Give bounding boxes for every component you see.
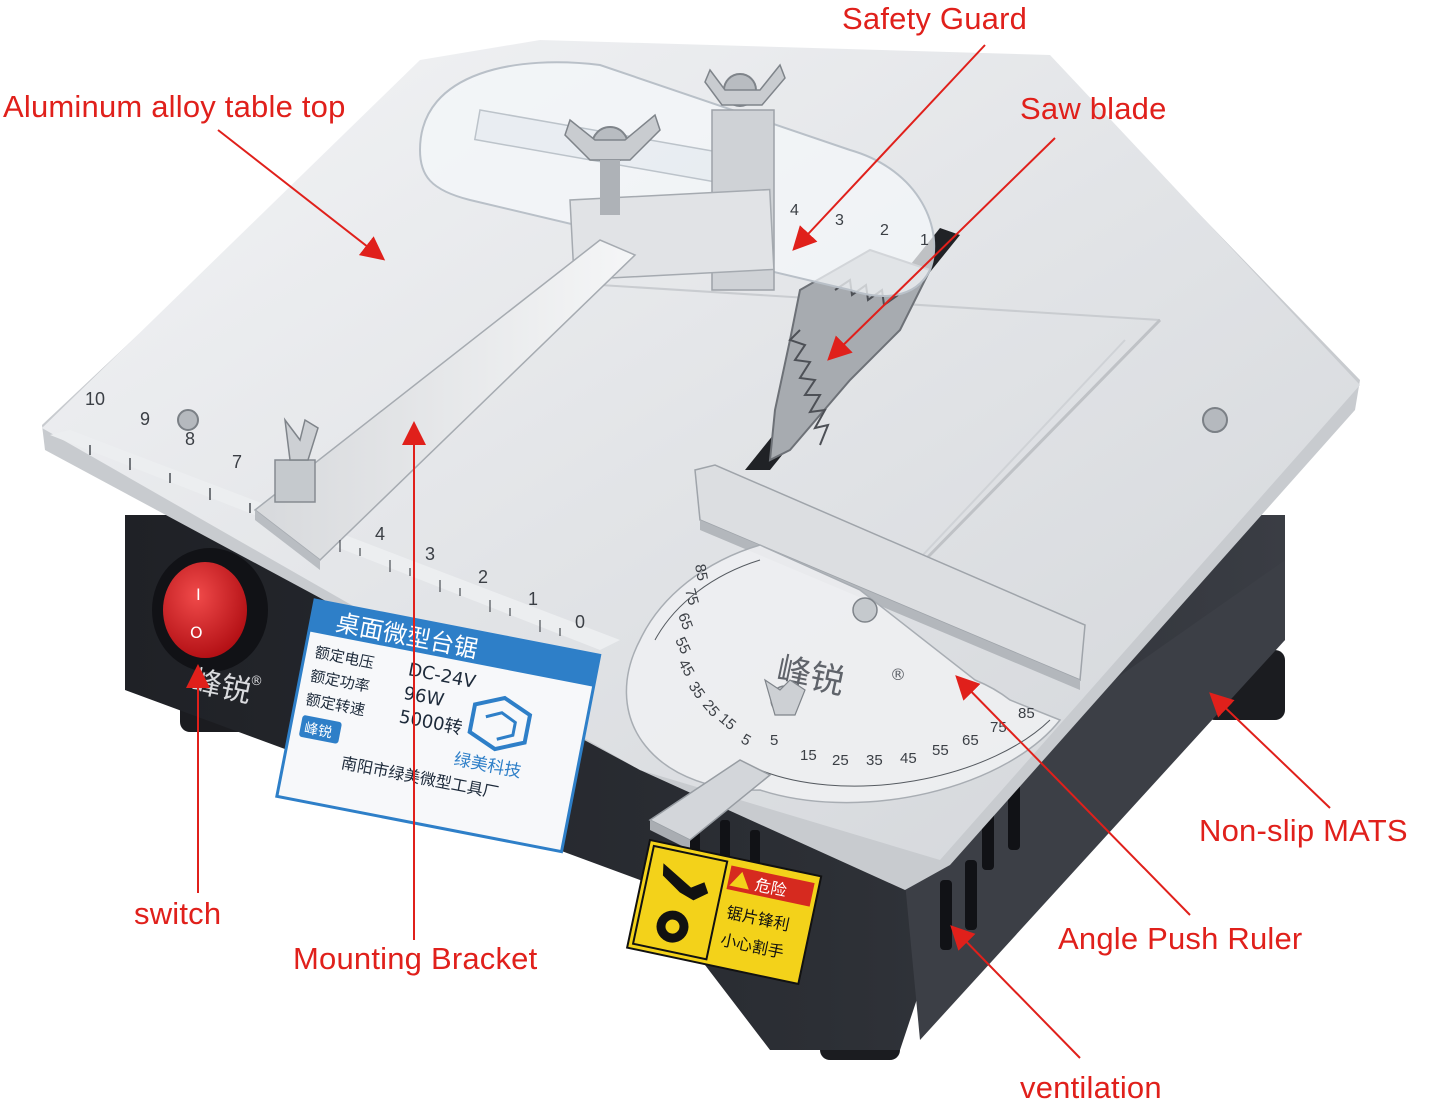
guard-ruler-tick: 3 xyxy=(835,212,844,229)
protractor-tick: 85 xyxy=(691,563,711,582)
callout-non-slip-mats: Non-slip MATS xyxy=(1199,813,1408,848)
arrow-non-slip-mats xyxy=(1209,692,1331,809)
guard-ruler-tick: 1 xyxy=(920,232,929,249)
left-ruler-tick: 9 xyxy=(140,409,150,429)
front-ruler-tick: 2 xyxy=(478,567,488,587)
callout-mounting-bracket: Mounting Bracket xyxy=(293,941,538,976)
protractor-tick: 65 xyxy=(962,732,979,749)
protractor-tick: 5 xyxy=(770,732,778,749)
callout-saw-blade: Saw blade xyxy=(1020,91,1167,126)
callout-angle-push-ruler: Angle Push Ruler xyxy=(1058,921,1303,956)
protractor-tick: 55 xyxy=(671,635,693,657)
power-switch: I O xyxy=(152,548,268,672)
wing-nut-icon xyxy=(564,113,661,215)
protractor-tick: 25 xyxy=(832,752,849,769)
front-ruler: 4 3 2 1 0 xyxy=(339,524,585,636)
guard-ruler-tick: 2 xyxy=(880,222,889,239)
warning-label: 危险 锯片锋利 小心割手 xyxy=(625,838,823,986)
protractor-tick: 65 xyxy=(674,611,696,632)
callout-ventilation: ventilation xyxy=(1020,1070,1162,1105)
switch-on-symbol: I xyxy=(196,585,201,604)
spec-label: 桌面微型台锯 额定电压 DC-24V 额定功率 96W 额定转速 5000转 峰… xyxy=(275,598,602,854)
protractor-tick: 45 xyxy=(900,750,917,767)
base-registered-mark: ® xyxy=(250,674,263,689)
protractor-tick: 55 xyxy=(932,742,949,759)
protractor-tick: 15 xyxy=(800,747,817,764)
protractor-tick: 45 xyxy=(675,657,698,680)
wing-nut-icon xyxy=(763,597,878,716)
protractor-registered-mark: ® xyxy=(890,665,906,684)
protractor-tick: 75 xyxy=(990,719,1007,736)
screw-icon xyxy=(177,407,1228,433)
left-ruler-tick: 7 xyxy=(232,452,242,472)
spec-logo-icon xyxy=(467,695,533,752)
callout-switch: switch xyxy=(134,896,222,931)
arrow-safety-guard xyxy=(792,44,986,251)
warning-triangle-icon xyxy=(729,871,749,890)
front-ruler-tick: 1 xyxy=(528,589,538,609)
front-ruler-tick: 0 xyxy=(575,612,585,632)
left-ruler-tick: 8 xyxy=(185,429,195,449)
arrow-saw-blade xyxy=(827,137,1056,361)
wing-nut-icon xyxy=(274,417,319,503)
callout-table-top: Aluminum alloy table top xyxy=(3,89,346,124)
front-ruler-tick: 3 xyxy=(425,544,435,564)
arrow-ventilation xyxy=(950,925,1081,1059)
mounting-bracket xyxy=(253,239,637,570)
protractor-tick: 85 xyxy=(1018,705,1035,722)
protractor-tick: 35 xyxy=(866,752,883,769)
callout-arrows xyxy=(186,44,1331,1059)
hand-hazard-icon xyxy=(656,863,709,943)
callout-safety-guard: Safety Guard xyxy=(842,1,1028,36)
switch-off-symbol: O xyxy=(190,623,203,642)
arrow-angle-push-ruler xyxy=(955,675,1191,916)
front-ruler-tick: 4 xyxy=(375,524,385,544)
guard-ruler-tick: 4 xyxy=(790,202,799,219)
spec-badge: 峰锐 xyxy=(303,720,334,741)
left-ruler-tick: 10 xyxy=(85,389,105,409)
angle-push-ruler: 85 75 65 55 45 35 25 15 5 5 15 25 35 45 … xyxy=(625,464,1086,850)
protractor-tick: 35 xyxy=(685,679,708,702)
wing-nut-icon xyxy=(704,63,786,107)
arrow-table-top xyxy=(217,129,386,261)
